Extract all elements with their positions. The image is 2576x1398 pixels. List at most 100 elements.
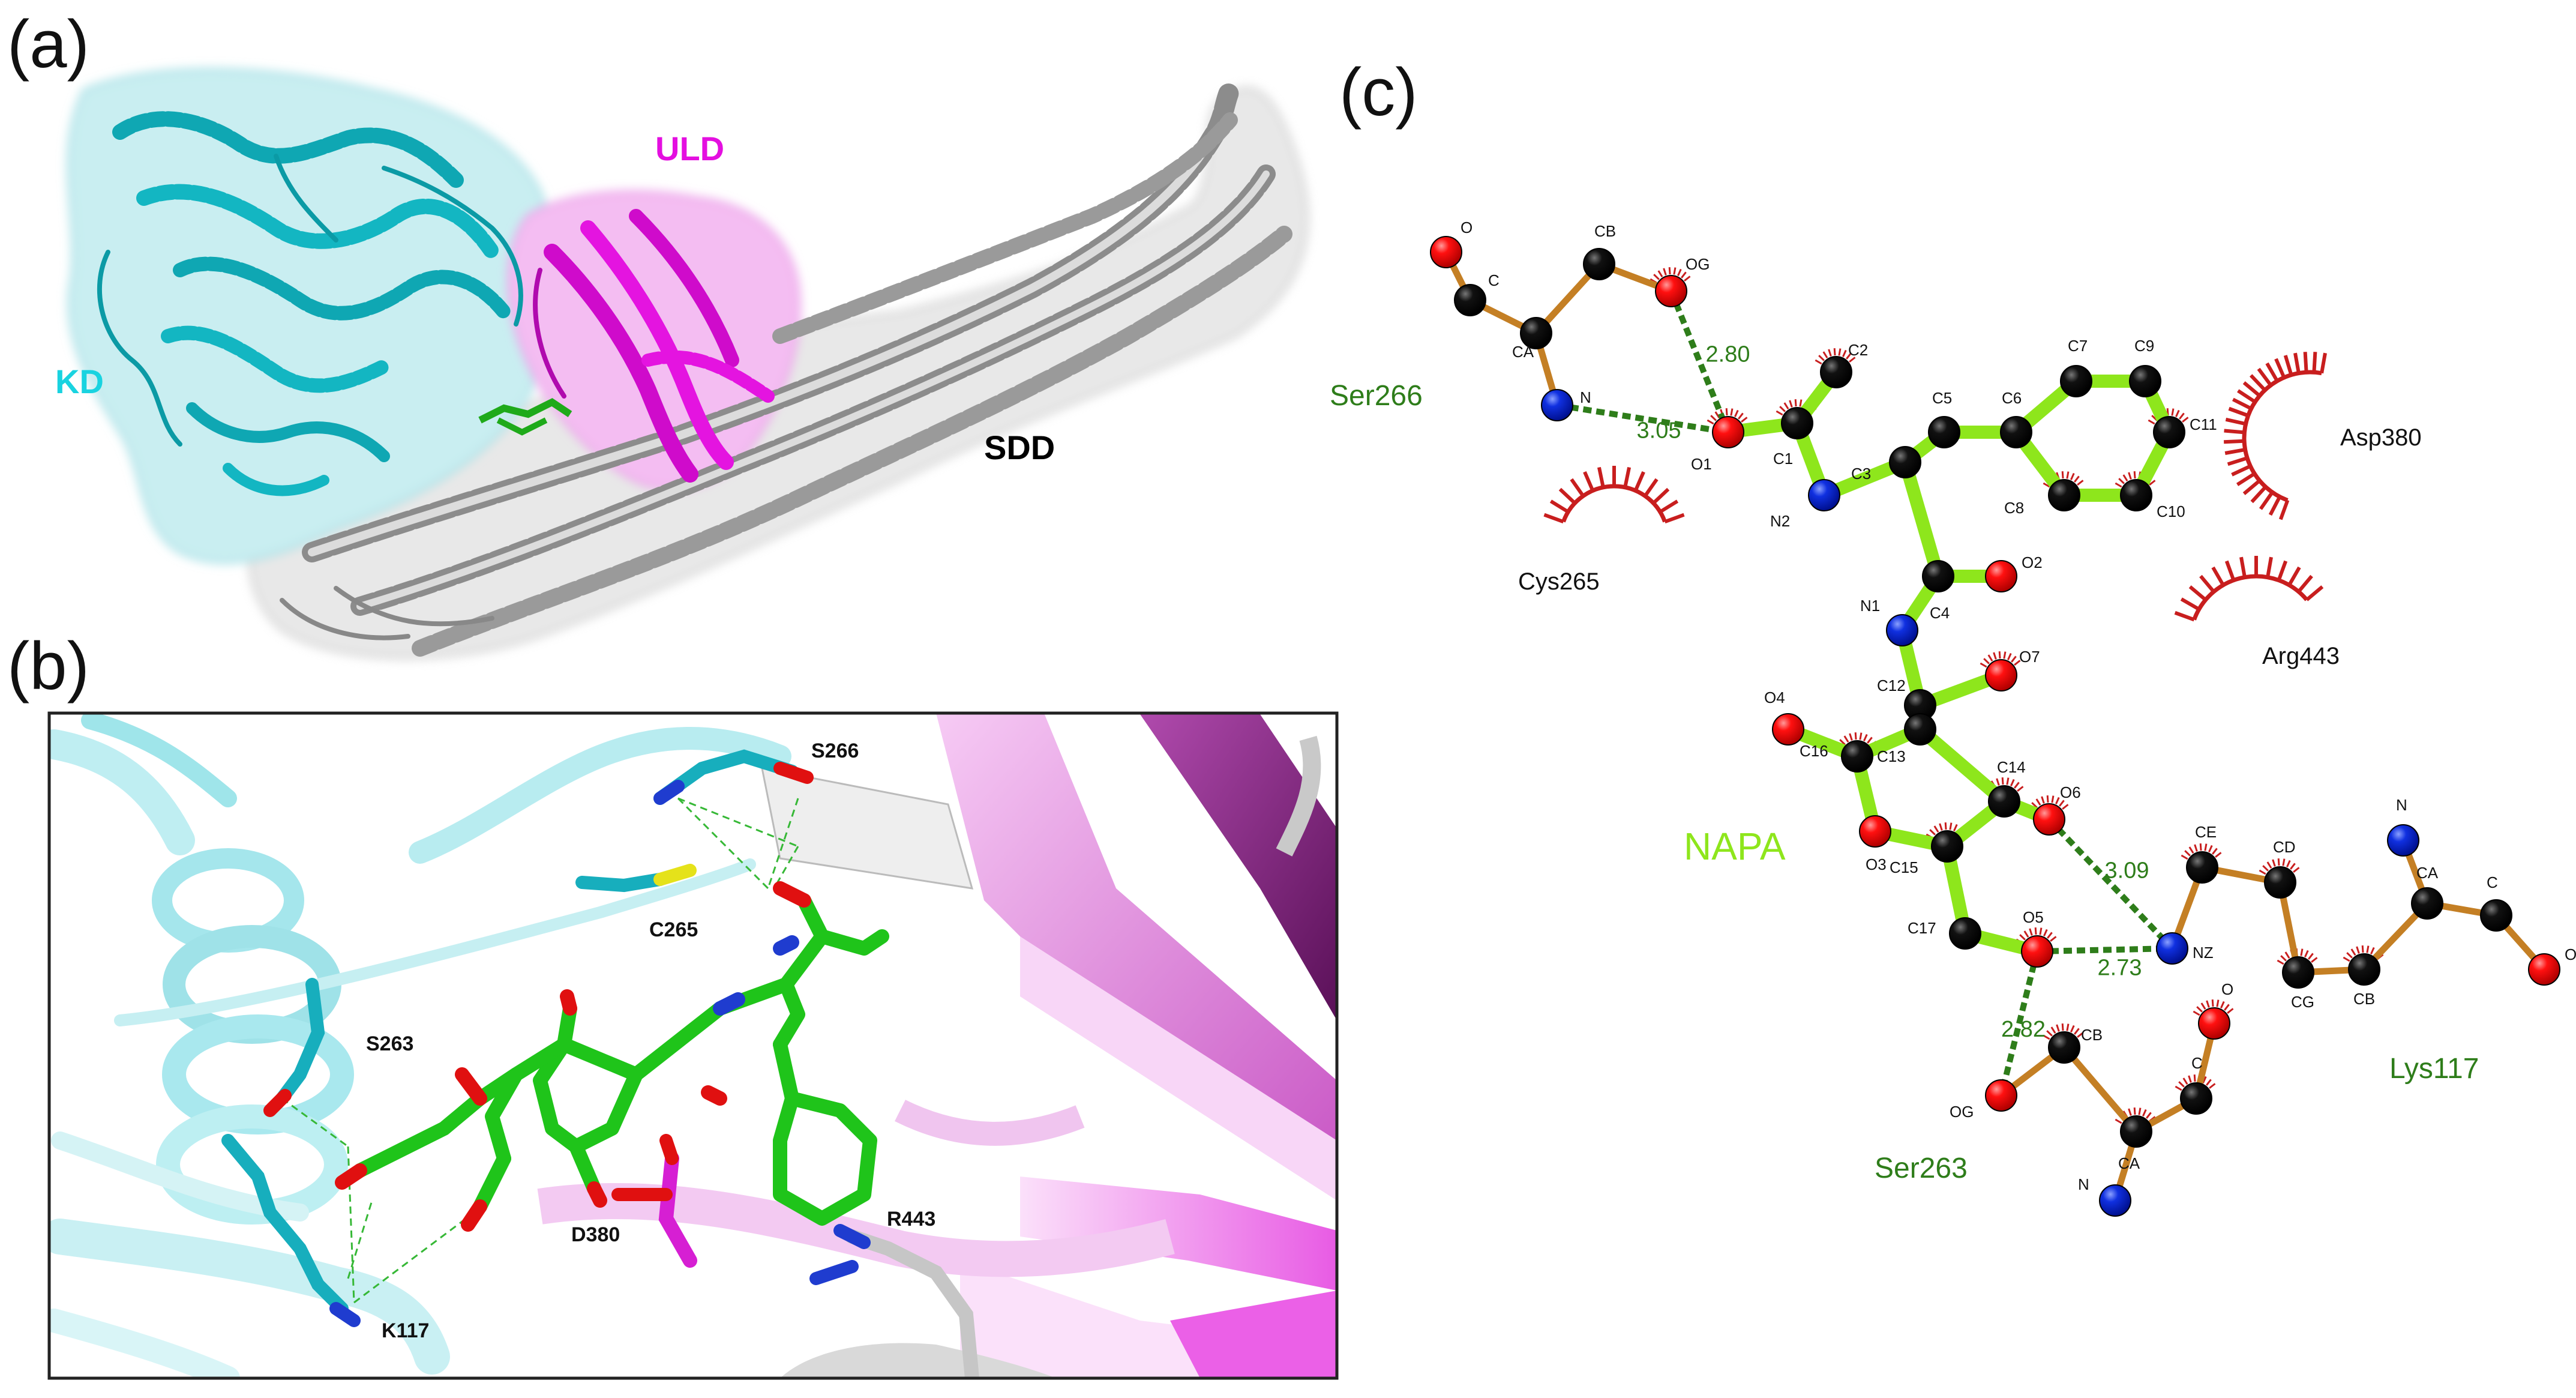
stick-r443: [809, 1224, 979, 1378]
residue-ser266: Ser266: [1330, 380, 1423, 412]
panel-c-letter: (c): [1339, 55, 1418, 130]
atom-label: CE: [2195, 823, 2217, 841]
atom-O: [1859, 815, 1891, 848]
panel-b: (b): [7, 628, 1339, 1380]
atom-label: O2: [2022, 553, 2043, 571]
hbond-line: [1998, 950, 2040, 1097]
residue-label-r443: R443: [887, 1208, 935, 1231]
atom-label: C12: [1877, 676, 1906, 694]
hydrogen-bonds: 2.803.053.092.732.82: [1557, 290, 2175, 1097]
hydrophobic-arg443: [2174, 556, 2324, 622]
atom-label: C: [2487, 873, 2498, 891]
atom-label: NZ: [2193, 944, 2214, 962]
atom-C: [2348, 953, 2380, 986]
atom-N: [2099, 1184, 2131, 1217]
atom-O: [2198, 1007, 2230, 1040]
atom-C: [2186, 851, 2218, 884]
residue-cys265: Cys265: [1518, 568, 1600, 595]
residue-label-d380: D380: [571, 1223, 620, 1246]
atom-label: CB: [2081, 1026, 2103, 1044]
atom-label: C6: [2002, 389, 2022, 407]
hbond-line: [1557, 402, 1729, 435]
atom-label: O: [2221, 980, 2233, 998]
label-uld: ULD: [655, 130, 724, 167]
atom-label: C: [2191, 1054, 2203, 1072]
atom-label: C16: [1800, 742, 1828, 760]
panel-a-letter: (a): [7, 7, 89, 82]
atom-label: C11: [2190, 415, 2217, 433]
hbond-line: [1668, 290, 1731, 433]
atom-label: N: [1580, 388, 1591, 406]
stick-ligand: [353, 893, 889, 1226]
atom-label: O5: [2023, 908, 2044, 926]
uld-cartoon: [533, 209, 775, 483]
sdd-helices: [280, 80, 1293, 657]
atom-C: [2480, 899, 2512, 932]
atom-C: [2264, 866, 2296, 899]
residue-label-k117: K117: [382, 1319, 429, 1342]
panel-b-scene: [49, 713, 1337, 1378]
atom-C: [1928, 416, 1960, 448]
atom-O: [2033, 803, 2065, 836]
atom-label: N2: [1770, 512, 1790, 530]
atom-C: [1949, 917, 1981, 950]
stick-d380: [611, 1134, 697, 1268]
residue-lys117: Lys117: [2389, 1053, 2479, 1085]
atom-C: [1520, 317, 1552, 349]
kd-cartoon: [97, 111, 523, 496]
atom-C: [1931, 830, 1963, 863]
atom-O: [1985, 1079, 2017, 1112]
atom-label: C2: [1848, 341, 1868, 359]
bond: [1899, 456, 1945, 583]
atom-N: [1541, 389, 1573, 421]
atom-label: C3: [1851, 465, 1871, 483]
atom-label: O: [2565, 945, 2576, 963]
residue-asp380: Asp380: [2340, 424, 2422, 451]
atom-label: C9: [2134, 337, 2154, 355]
bond: [2061, 1044, 2140, 1135]
atom-label: N: [2078, 1175, 2089, 1193]
stick-c265: [575, 864, 697, 893]
atom-O: [1772, 713, 1804, 746]
atom-label: C15: [1890, 858, 1918, 876]
stick-s263: [263, 978, 325, 1117]
hydrophobic-cys265: [1543, 466, 1685, 524]
ligand-stick: [478, 398, 572, 436]
atom-label: OG: [1686, 255, 1710, 273]
atom-label: CG: [2291, 993, 2314, 1011]
atom-label: CA: [1512, 343, 1534, 361]
hydrophobic-asp380-b: [2224, 406, 2290, 520]
atom-N: [2156, 932, 2188, 965]
atom-O: [1712, 416, 1744, 448]
atom-O: [1655, 275, 1687, 307]
bond: [1914, 723, 2011, 808]
atom-N: [1808, 479, 1840, 511]
atom-label: CA: [2416, 864, 2439, 882]
atom-label: N1: [1860, 597, 1880, 615]
atom-label: N: [2396, 796, 2407, 814]
atom-C: [1583, 248, 1615, 280]
residue-label-s266: S266: [811, 740, 859, 762]
atom-label: C4: [1930, 604, 1950, 622]
atom-label: O6: [2060, 783, 2081, 801]
atom-O: [1985, 560, 2017, 592]
atom-O: [2528, 953, 2560, 986]
atom-O: [1985, 659, 2017, 691]
atom-label: C1: [1773, 450, 1793, 468]
atom-C: [2060, 365, 2092, 397]
atom-C: [1922, 560, 1954, 592]
hbond-line: [2037, 945, 2173, 954]
residue-label-c265: C265: [649, 918, 698, 941]
atom-label: C: [1488, 271, 1500, 289]
atom-label: CA: [2118, 1154, 2140, 1172]
ligand-name: NAPA: [1684, 825, 1786, 868]
atom-label: C5: [1932, 389, 1952, 407]
atom-label: C10: [2157, 502, 2185, 520]
atom-N: [2387, 824, 2419, 857]
atom-label: C17: [1908, 919, 1936, 937]
panel-b-letter: (b): [7, 628, 89, 704]
